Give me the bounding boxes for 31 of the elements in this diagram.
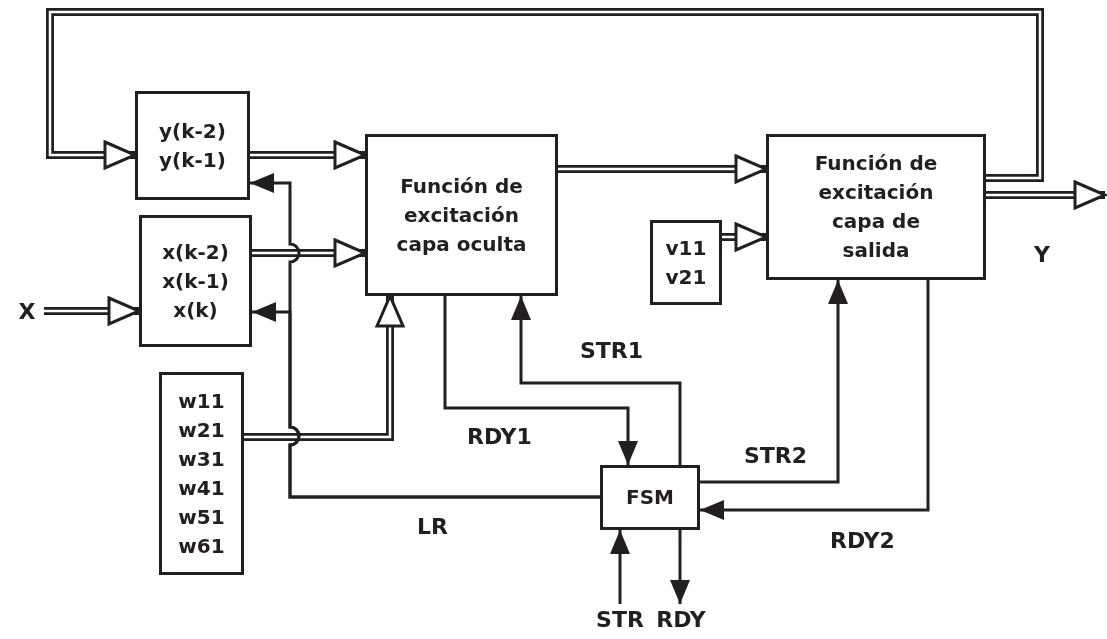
double-line-arrow xyxy=(250,140,367,170)
block-label: x(k-2) x(k-1) x(k) xyxy=(161,238,230,324)
double-line-arrow xyxy=(244,294,405,441)
function-block xyxy=(766,134,986,280)
block-label: y(k-2) y(k-1) xyxy=(158,117,227,174)
double-line-arrow xyxy=(252,238,367,268)
block-label: FSM xyxy=(626,484,674,511)
signal-label: X xyxy=(10,296,44,326)
function-block xyxy=(365,134,558,296)
block-label: w11 w21 w31 w41 w51 w61 xyxy=(177,387,226,560)
state-machine-box xyxy=(600,465,700,530)
double-line-arrow xyxy=(722,222,768,252)
double-line-arrow xyxy=(44,296,141,326)
block-label: Función de excitación capa oculta xyxy=(395,172,528,258)
block-label: v11 v21 xyxy=(664,234,708,291)
signal-arrow xyxy=(670,530,690,604)
signal-label: Y xyxy=(1034,242,1050,267)
register-box xyxy=(159,372,244,575)
block-label: Función de excitación capa de salida xyxy=(813,150,939,264)
register-box xyxy=(139,215,252,347)
signal-arrow xyxy=(252,302,600,499)
double-line-arrow xyxy=(986,180,1107,210)
signal-arrow xyxy=(700,280,930,520)
signal-arrow xyxy=(443,296,638,465)
signal-arrow xyxy=(610,530,630,604)
double-line-arrow xyxy=(46,8,1044,182)
signal-arrow xyxy=(700,280,848,484)
signal-arrow xyxy=(511,296,682,465)
double-line-arrow xyxy=(558,154,768,184)
register-box xyxy=(650,220,722,305)
register-box xyxy=(135,91,250,200)
